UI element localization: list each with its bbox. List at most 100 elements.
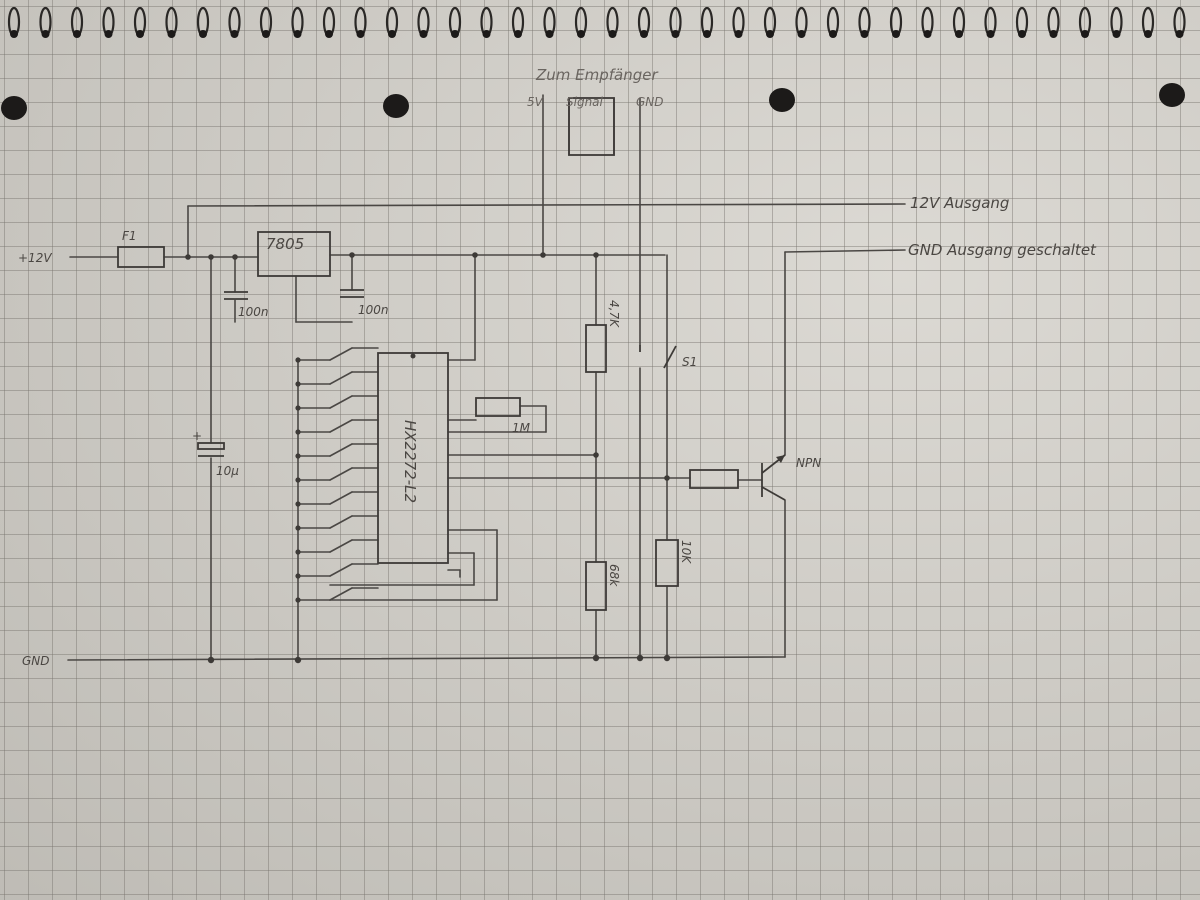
transistor-label: NPN (796, 456, 821, 470)
spiral-hole (167, 30, 176, 38)
dip-junction (295, 549, 301, 555)
resistor-10k: 10K (655, 539, 693, 587)
dip-switch (329, 587, 353, 601)
spiral-hole (482, 30, 491, 38)
spiral-hole (640, 30, 648, 38)
dip-switch (329, 563, 353, 577)
spiral-hole (986, 30, 995, 38)
r10k-label: 10K (679, 540, 693, 564)
ic-label: HX2272-L2 (401, 420, 419, 503)
spiral-hole (41, 30, 50, 38)
fuse-label: F1 (122, 229, 137, 243)
spiral-hole (104, 30, 113, 38)
switch-s1: S1 (639, 345, 697, 369)
spiral-hole (671, 30, 680, 38)
r68k-label: 68k (607, 564, 621, 587)
spiral-hole (388, 30, 396, 38)
dip-switch (329, 419, 353, 433)
receiver-gnd-label: GND (636, 95, 664, 109)
regulator-7805: 7805 (257, 231, 331, 277)
spiral-hole (923, 30, 932, 38)
spiral-hole (356, 30, 365, 38)
spiral-hole (451, 30, 459, 38)
resistor-4k7: 4,7K (585, 300, 621, 373)
input-12v-label: +12V (18, 251, 52, 265)
resistor-68k: 68k (585, 561, 621, 611)
spiral-hole (860, 30, 869, 38)
spiral-hole (1175, 30, 1184, 38)
address-switch-ladder (295, 347, 379, 603)
spiral-hole (577, 30, 585, 38)
dip-switch (329, 491, 353, 505)
output-12v-label: 12V Ausgang (910, 194, 1009, 212)
spiral-hole (10, 30, 18, 38)
receiver-signal-label: Signal (566, 95, 604, 109)
spiral-hole (199, 30, 207, 38)
spiral-hole (262, 30, 270, 38)
r47k-label: 4,7K (607, 300, 621, 328)
regulator-label: 7805 (266, 235, 304, 253)
spiral-hole (230, 30, 239, 38)
dip-junction (295, 477, 301, 483)
dip-junction (295, 381, 301, 387)
spiral-hole (608, 30, 617, 38)
dip-switch (329, 371, 353, 385)
dip-junction (295, 405, 301, 411)
junction-dots (185, 252, 671, 664)
capacitor-100n-1: 100n (224, 291, 269, 323)
spiral-hole (1018, 30, 1026, 38)
dip-junction (295, 357, 301, 363)
dip-junction (295, 525, 301, 531)
fuse-f1: F1 (117, 229, 165, 268)
dip-junction (295, 453, 301, 459)
spiral-binding (7, 6, 1186, 38)
pot-label: 1M (512, 421, 531, 435)
spiral-hole (892, 30, 900, 38)
svg-text:+: + (192, 429, 202, 443)
wires (67, 94, 906, 661)
spiral-hole (1081, 30, 1089, 38)
switch-label: S1 (682, 355, 697, 369)
dip-junction (295, 501, 301, 507)
spiral-hole (703, 30, 711, 38)
dip-switch (329, 395, 353, 409)
resistor-base (689, 469, 739, 489)
cap-elec-label: 10µ (216, 464, 239, 478)
capacitor-100n-2: 100n (340, 289, 389, 317)
spiral-hole (514, 30, 522, 38)
spiral-hole (419, 30, 428, 38)
receiver-note: Zum Empfänger (535, 66, 659, 84)
dip-junction (295, 429, 301, 435)
dip-switch (329, 467, 353, 481)
dip-switch (329, 443, 353, 457)
spiral-hole (766, 30, 774, 38)
punch-holes (1, 83, 1185, 120)
receiver-5v-label: 5V (527, 95, 544, 109)
dip-junction (295, 597, 301, 603)
gnd-label: GND (22, 654, 50, 668)
dip-switch (329, 347, 353, 361)
cap1-label: 100n (238, 305, 269, 319)
cap2-label: 100n (358, 303, 389, 317)
spiral-hole (734, 30, 743, 38)
spiral-hole (545, 30, 554, 38)
handwritten-labels: Zum Empfänger 5V Signal GND 12V Ausgang … (18, 66, 1097, 668)
dip-switch (329, 539, 353, 553)
spiral-hole (1112, 30, 1121, 38)
spiral-hole (325, 30, 333, 38)
output-gnd-label: GND Ausgang geschaltet (908, 241, 1097, 259)
dip-junction (295, 573, 301, 579)
dip-switch (329, 515, 353, 529)
ic-hx2272: HX2272-L2 (377, 352, 449, 564)
transistor-npn: NPN (761, 454, 821, 501)
spiral-hole (955, 30, 963, 38)
spiral-hole (797, 30, 806, 38)
spiral-hole (293, 30, 302, 38)
spiral-hole (136, 30, 144, 38)
receiver-connector (568, 97, 615, 156)
spiral-hole (1144, 30, 1152, 38)
resistor-1m: 1M (475, 397, 531, 435)
spiral-hole (73, 30, 81, 38)
spiral-hole (829, 30, 837, 38)
